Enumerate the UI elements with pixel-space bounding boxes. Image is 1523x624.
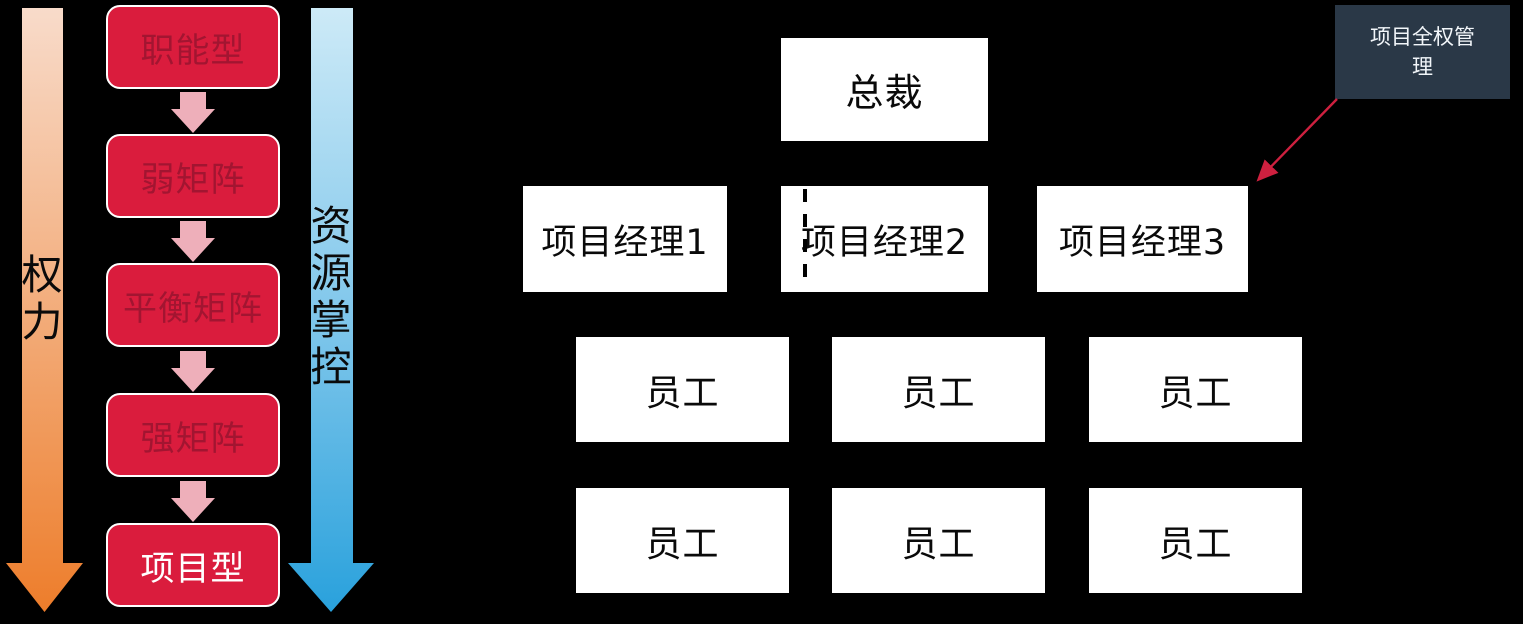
flow-box-weak-matrix: 弱矩阵 <box>106 134 280 218</box>
callout-box: 项目全权管理 <box>1335 5 1510 99</box>
flow-connector-arrow-icon <box>171 221 215 262</box>
callout-label: 项目全权管理 <box>1370 25 1475 79</box>
dashed-divider-line <box>803 189 807 289</box>
org-box-employee: 员工 <box>832 337 1045 442</box>
power-label: 权力 <box>21 251 63 346</box>
flow-connector-arrow-icon <box>171 481 215 522</box>
power-down-arrow-icon <box>6 8 83 612</box>
org-box-employee: 员工 <box>832 488 1045 593</box>
org-box-manager-2: 项目经理2 <box>781 186 988 292</box>
flow-box-functional: 职能型 <box>106 5 280 89</box>
flow-box-projectized: 项目型 <box>106 523 280 607</box>
org-box-president: 总裁 <box>781 38 988 141</box>
org-box-manager-3: 项目经理3 <box>1037 186 1248 292</box>
resource-down-arrow-icon <box>288 8 374 612</box>
org-box-employee: 员工 <box>576 337 789 442</box>
org-box-employee: 员工 <box>1089 337 1302 442</box>
org-box-employee: 员工 <box>576 488 789 593</box>
flow-box-strong-matrix: 强矩阵 <box>106 393 280 477</box>
org-box-employee: 员工 <box>1089 488 1302 593</box>
flow-connector-arrow-icon <box>171 92 215 133</box>
flow-connector-arrow-icon <box>171 351 215 392</box>
flow-box-balanced-matrix: 平衡矩阵 <box>106 263 280 347</box>
org-box-manager-1: 项目经理1 <box>523 186 727 292</box>
resource-label: 资源掌控 <box>310 202 352 391</box>
manager-2-label: 项目经理2 <box>800 222 969 263</box>
callout-arrow-icon <box>1256 98 1338 182</box>
